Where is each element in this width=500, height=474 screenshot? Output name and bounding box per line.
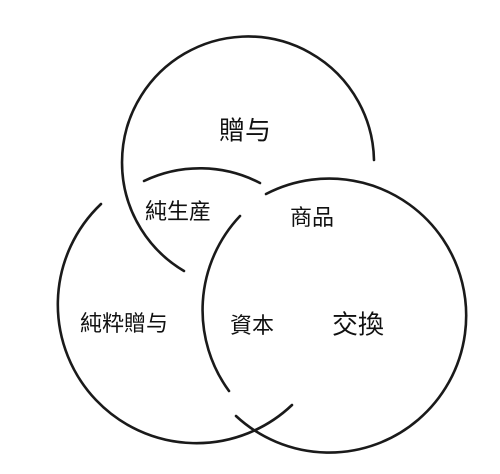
right-circle-inner-arc [201, 214, 242, 393]
left-circle-outer-arc [56, 202, 294, 445]
region-label-exchange: 交換 [332, 311, 384, 341]
region-label-commodity: 商品 [290, 206, 334, 231]
region-label-gift: 贈与 [219, 117, 271, 147]
region-label-pure-gift: 純粋贈与 [80, 312, 168, 337]
top-circle [120, 35, 376, 273]
left-circle-inner-arc [142, 167, 262, 185]
region-label-capital: 資本 [230, 314, 274, 339]
right-circle-upper-arc [234, 177, 468, 454]
region-label-net-production: 純生産 [145, 200, 211, 225]
